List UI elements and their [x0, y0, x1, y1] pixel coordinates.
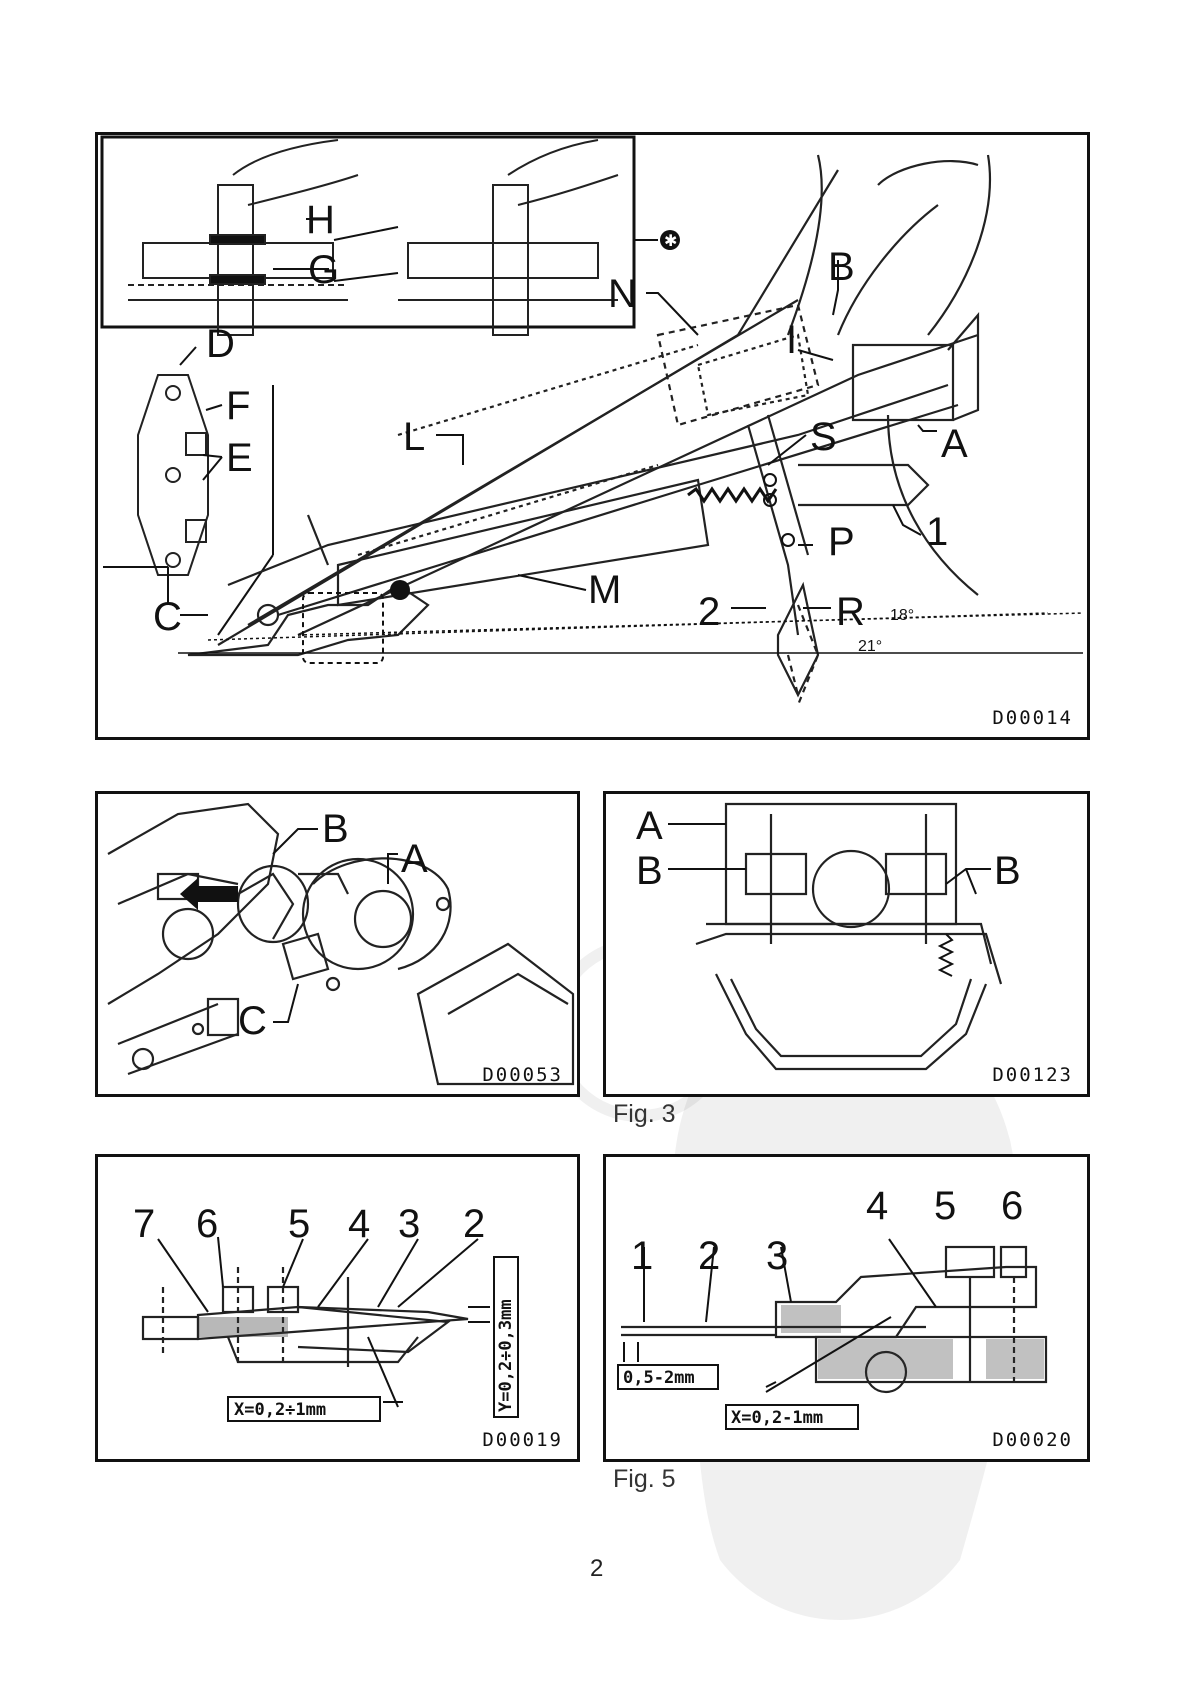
label-n: N	[608, 272, 637, 316]
label-s: S	[810, 415, 837, 459]
dim-x: X=0,2÷1mm	[234, 1400, 326, 1420]
svg-text:✱: ✱	[664, 233, 677, 250]
label-b-right: B	[994, 849, 1021, 893]
label-2: 2	[698, 590, 720, 634]
figure-code-fig3-right: D00123	[992, 1064, 1073, 1086]
label-r: R	[836, 590, 865, 634]
label-2: 2	[698, 1234, 720, 1278]
fig5-right-panel: 4 5 6 1 2 3 0,5-2mm X=0,2-1mm D00020	[603, 1154, 1090, 1462]
fig3-right-drawing: A B B	[606, 794, 1087, 1094]
dim-gap: 0,5-2mm	[623, 1368, 695, 1388]
angle-21: 21°	[858, 638, 882, 655]
label-5: 5	[288, 1202, 310, 1246]
label-m: M	[588, 568, 621, 612]
figure-code-fig3-left: D00053	[482, 1064, 563, 1086]
label-l: L	[403, 415, 425, 459]
page-number: 2	[590, 1555, 603, 1583]
figure-code-fig5-right: D00020	[992, 1429, 1073, 1451]
label-4: 4	[348, 1202, 370, 1246]
angle-18: 18°	[890, 607, 914, 624]
label-c: C	[153, 595, 182, 639]
label-4: 4	[866, 1184, 888, 1228]
label-3: 3	[766, 1234, 788, 1278]
label-b: B	[322, 807, 349, 851]
label-i: I	[786, 318, 797, 362]
label-6: 6	[196, 1202, 218, 1246]
fig3-left-panel: B A C D00053	[95, 791, 580, 1097]
label-3: 3	[398, 1202, 420, 1246]
label-2: 2	[463, 1202, 485, 1246]
label-a: A	[941, 422, 968, 466]
label-6: 6	[1001, 1184, 1023, 1228]
label-b: B	[828, 245, 855, 289]
label-7: 7	[133, 1202, 155, 1246]
fig3-right-panel: A B B D00123	[603, 791, 1090, 1097]
fig5-left-drawing: 7 6 5 4 3 2 X=0,2÷1mm Y=0,2÷0,3mm	[98, 1157, 577, 1459]
label-1: 1	[926, 510, 948, 554]
label-a: A	[636, 804, 663, 848]
label-b-left: B	[636, 849, 663, 893]
label-c: C	[238, 999, 267, 1043]
figure-code-fig5-left: D00019	[482, 1429, 563, 1451]
label-g: G	[308, 248, 339, 292]
main-figure-panel: ✱	[95, 132, 1090, 740]
label-f: F	[226, 384, 250, 428]
label-e: E	[226, 436, 253, 480]
dim-y: Y=0,2÷0,3mm	[496, 1299, 516, 1412]
dim-x: X=0,2-1mm	[731, 1408, 823, 1428]
label-a: A	[401, 837, 428, 881]
fig5-left-panel: 7 6 5 4 3 2 X=0,2÷1mm Y=0,2÷0,3mm D00019	[95, 1154, 580, 1462]
main-drawing: ✱	[98, 135, 1087, 737]
label-h: H	[306, 198, 335, 242]
fig5-right-drawing: 4 5 6 1 2 3 0,5-2mm X=0,2-1mm	[606, 1157, 1087, 1459]
figure-code-main: D00014	[992, 707, 1073, 729]
caption-fig5: Fig. 5	[613, 1465, 676, 1494]
fig3-left-drawing: B A C	[98, 794, 577, 1094]
caption-fig3: Fig. 3	[613, 1100, 676, 1129]
label-5: 5	[934, 1184, 956, 1228]
label-1: 1	[631, 1234, 653, 1278]
label-d: D	[206, 322, 235, 366]
label-p: P	[828, 520, 855, 564]
